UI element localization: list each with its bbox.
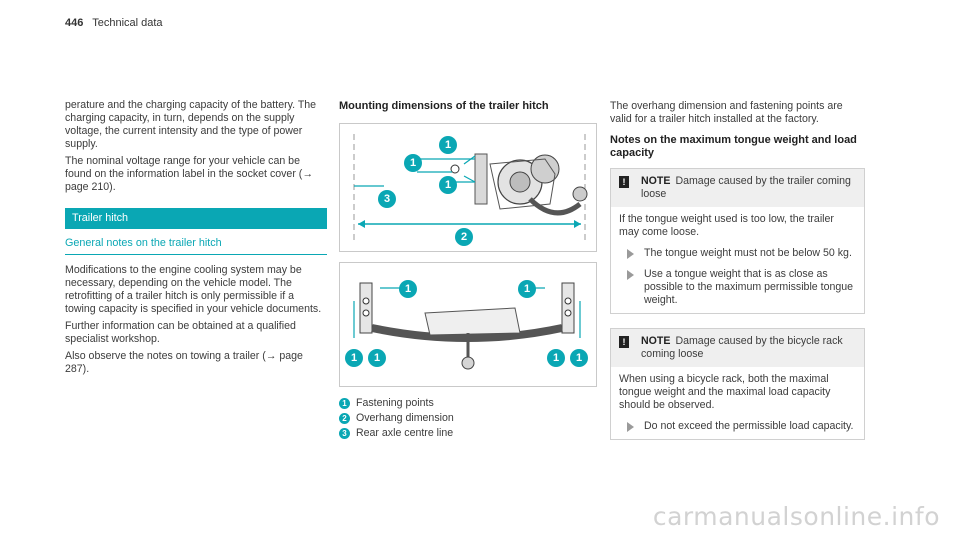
callout-1-badge: 1 [399, 280, 417, 298]
note-body: If the tongue weight used is too low, th… [611, 207, 864, 313]
paragraph: Further information can be obtained at a… [65, 320, 296, 345]
paragraph: The overhang dimension and fastening poi… [610, 100, 843, 125]
note-text: If the tongue weight used is too low, th… [619, 213, 834, 238]
figure-heading: Mounting dimensions of the trailer hitch [339, 100, 549, 112]
note-body: When using a bicycle rack, both the maxi… [611, 367, 864, 439]
callout-1-badge: 1 [368, 349, 386, 367]
trailer-hitch-rear-view: 1 1 1 1 1 1 [339, 262, 597, 387]
paragraph: Also observe the notes on towing a trail… [65, 350, 303, 375]
trailer-hitch-side-view: 1 1 1 3 2 [339, 123, 597, 252]
callout-1-badge: 1 [518, 280, 536, 298]
page-header: 446 Technical data [65, 17, 163, 29]
instruction-item: Do not exceed the permissible load capac… [627, 420, 856, 433]
section-name: Technical data [92, 17, 163, 29]
warning-icon: ! [619, 336, 629, 348]
legend-text: Fastening points [356, 397, 434, 409]
callout-3-badge: 3 [378, 190, 396, 208]
legend-badge: 3 [339, 428, 350, 439]
note-title: Damage caused by the bicycle rack coming… [641, 335, 843, 360]
side-view-illustration [353, 134, 588, 242]
watermark: carmanualsonline.info [652, 502, 940, 531]
legend-text: Rear axle centre line [356, 427, 454, 439]
legend-item: 1 Fastening points [339, 397, 597, 410]
page-number: 446 [65, 17, 84, 29]
instruction-text: Use a tongue weight that is as close as … [644, 268, 854, 306]
legend-item: 2 Overhang dimension [339, 412, 597, 425]
arrow-icon [627, 249, 634, 259]
arrow-icon [627, 422, 634, 432]
callout-1-badge: 1 [439, 136, 457, 154]
instruction-text: Do not exceed the permissible load capac… [644, 420, 854, 432]
instruction-text: The tongue weight must not be below 50 k… [644, 247, 852, 259]
warning-icon: ! [619, 176, 629, 188]
legend-item: 3 Rear axle centre line [339, 427, 597, 440]
callout-2-badge: 2 [455, 228, 473, 246]
callout-1-badge: 1 [570, 349, 588, 367]
column-left: perature and the charging capacity of th… [65, 99, 327, 380]
column-right: The overhang dimension and fastening poi… [610, 100, 865, 440]
figure-legend: 1 Fastening points 2 Overhang dimension … [339, 397, 597, 440]
paragraph: Modifications to the engine cooling syst… [65, 264, 322, 315]
note-label: NOTE [641, 175, 671, 187]
callout-1-badge: 1 [547, 349, 565, 367]
note-title: Damage caused by the trailer coming loos… [641, 175, 851, 200]
note-text: When using a bicycle rack, both the maxi… [619, 373, 831, 411]
callout-1-badge: 1 [439, 176, 457, 194]
callout-1-badge: 1 [345, 349, 363, 367]
column-middle: Mounting dimensions of the trailer hitch… [339, 100, 597, 442]
rear-view-illustration [353, 282, 581, 370]
paragraph: The nominal voltage range for your vehic… [65, 155, 313, 193]
legend-badge: 1 [339, 398, 350, 409]
paragraph: perature and the charging capacity of th… [65, 99, 317, 150]
legend-text: Overhang dimension [356, 412, 454, 424]
note-label: NOTE [641, 335, 671, 347]
instruction-item: Use a tongue weight that is as close as … [627, 268, 856, 307]
subsection-title: General notes on the trailer hitch [65, 229, 327, 255]
instruction-item: The tongue weight must not be below 50 k… [627, 247, 856, 260]
section-title-bar: Trailer hitch [65, 208, 327, 229]
callout-1-badge: 1 [404, 154, 422, 172]
arrow-icon [627, 270, 634, 280]
notes-heading: Notes on the maximum tongue weight and l… [610, 134, 857, 159]
legend-badge: 2 [339, 413, 350, 424]
